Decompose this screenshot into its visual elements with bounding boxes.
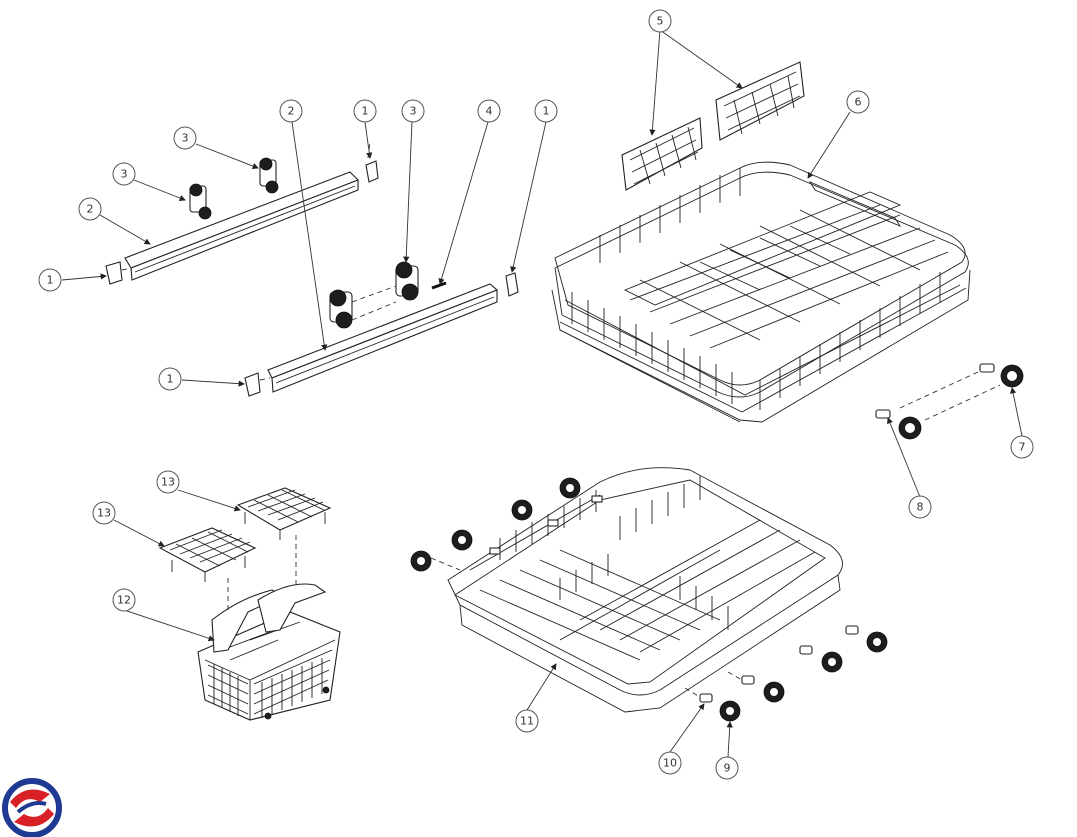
svg-text:7: 7 — [1019, 441, 1026, 454]
svg-text:8: 8 — [917, 501, 924, 514]
wheel-axle-a — [979, 363, 1024, 388]
callout-6: 6 — [846, 90, 870, 114]
roller-bracket-b — [259, 157, 279, 194]
svg-text:1: 1 — [362, 105, 369, 118]
roller-bracket-d — [395, 261, 419, 301]
svg-text:13: 13 — [97, 507, 111, 520]
callout-1b: 1 — [353, 99, 377, 123]
svg-text:1: 1 — [47, 274, 54, 287]
svg-text:9: 9 — [724, 762, 731, 775]
leader-lines — [61, 29, 1023, 758]
wheel-set-upper — [875, 363, 1024, 440]
callout-7: 7 — [1010, 435, 1034, 459]
callout-1d: 1 — [158, 367, 182, 391]
lower-rack-tines — [469, 476, 816, 661]
end-cap-c — [244, 372, 271, 397]
callout-3b: 3 — [173, 126, 197, 150]
svg-text:12: 12 — [117, 594, 131, 607]
callout-9: 9 — [715, 756, 739, 780]
svg-text:6: 6 — [855, 96, 862, 109]
callout-5: 5 — [648, 9, 672, 33]
callout-10: 10 — [658, 751, 682, 775]
callout-2a: 2 — [78, 197, 102, 221]
end-cap-a — [105, 261, 133, 285]
callout-13b: 13 — [156, 470, 180, 494]
callout-8: 8 — [908, 495, 932, 519]
roller-bracket-a — [189, 183, 212, 220]
svg-text:1: 1 — [543, 105, 550, 118]
upper-rack-wires — [571, 168, 949, 410]
callout-3a: 3 — [112, 162, 136, 186]
svg-text:2: 2 — [288, 105, 295, 118]
upper-rack — [551, 161, 971, 423]
callout-3c: 3 — [401, 99, 425, 123]
brand-logo — [2, 778, 62, 837]
svg-text:1: 1 — [167, 373, 174, 386]
basket-grid — [207, 621, 333, 718]
callout-2b: 2 — [279, 99, 303, 123]
callout-12: 12 — [112, 588, 136, 612]
svg-text:3: 3 — [410, 105, 417, 118]
rail-upper-left — [105, 141, 379, 285]
roller-bracket-c — [329, 289, 353, 329]
wheel-axle-b — [875, 409, 922, 440]
lower-rack — [447, 467, 843, 713]
svg-text:3: 3 — [121, 168, 128, 181]
screw — [431, 281, 447, 290]
svg-text:2: 2 — [87, 203, 94, 216]
svg-text:13: 13 — [161, 476, 175, 489]
end-cap-d — [505, 272, 519, 297]
wheel-set-lower-left — [410, 477, 603, 572]
end-cap-b — [365, 141, 379, 183]
svg-text:11: 11 — [520, 715, 534, 728]
cutlery-basket — [197, 535, 341, 721]
rack-insert-right — [715, 61, 805, 141]
callout-11: 11 — [515, 709, 539, 733]
rail-lower-middle — [244, 261, 519, 397]
rack-insert-left — [621, 117, 703, 191]
wheel-set-lower-right — [684, 625, 888, 722]
basket-lid-left — [158, 527, 257, 582]
callout-1a: 1 — [38, 268, 62, 292]
callout-4: 4 — [477, 99, 501, 123]
svg-text:3: 3 — [182, 132, 189, 145]
basket-lid-right — [236, 487, 332, 540]
wheel-front — [699, 693, 741, 722]
svg-text:5: 5 — [657, 15, 664, 28]
callout-1c: 1 — [534, 99, 558, 123]
svg-text:4: 4 — [486, 105, 493, 118]
callout-13a: 13 — [92, 501, 116, 525]
svg-text:10: 10 — [663, 757, 677, 770]
